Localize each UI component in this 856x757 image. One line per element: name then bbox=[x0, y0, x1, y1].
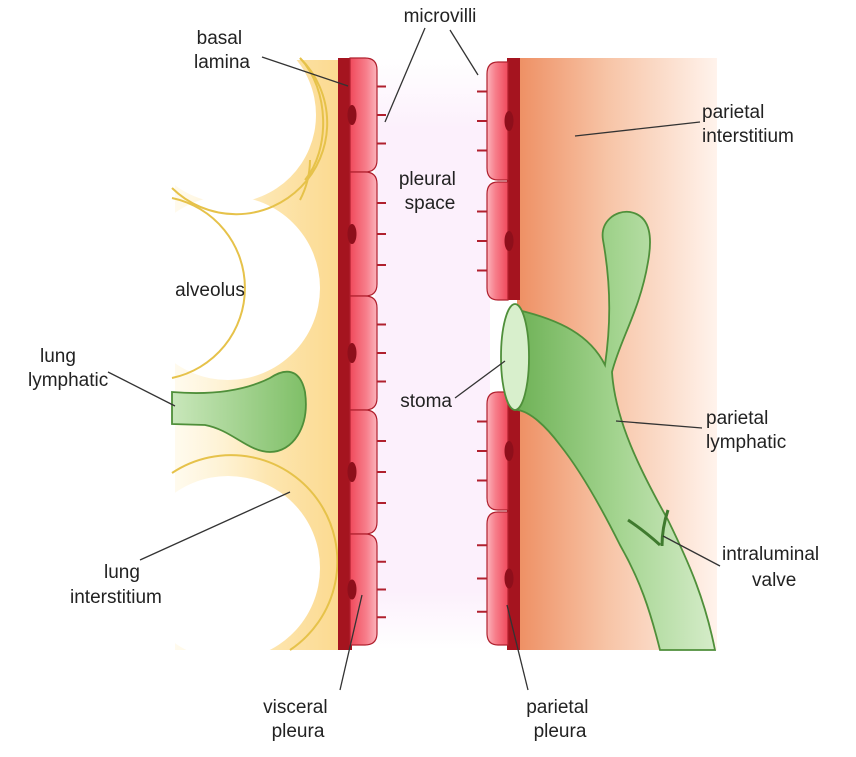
cell-nucleus bbox=[348, 580, 357, 600]
label-stoma: stoma bbox=[400, 391, 452, 412]
cell-nucleus bbox=[348, 224, 357, 244]
label-parietal-lymphatic: parietal lymphatic bbox=[706, 408, 786, 453]
cell-nucleus bbox=[348, 105, 357, 125]
cell-nucleus bbox=[505, 231, 514, 251]
label-alveolus: alveolus bbox=[175, 280, 245, 301]
pleural-space-region bbox=[375, 58, 490, 650]
label-parietal-pleura: parietal pleura bbox=[526, 697, 594, 742]
cell-nucleus bbox=[505, 441, 514, 461]
label-visceral-pleura: visceral pleura bbox=[263, 697, 333, 742]
cell-nucleus bbox=[505, 111, 514, 131]
cell-nucleus bbox=[348, 462, 357, 482]
cell-nucleus bbox=[505, 569, 514, 589]
label-microvilli: microvilli bbox=[404, 6, 477, 27]
cell-nucleus bbox=[348, 343, 357, 363]
lung-interstitium-region bbox=[136, 27, 350, 660]
label-intraluminal-valve: intraluminal valve bbox=[722, 544, 824, 591]
stoma-opening bbox=[501, 304, 529, 410]
label-lung-lymphatic: lung lymphatic bbox=[28, 346, 108, 391]
